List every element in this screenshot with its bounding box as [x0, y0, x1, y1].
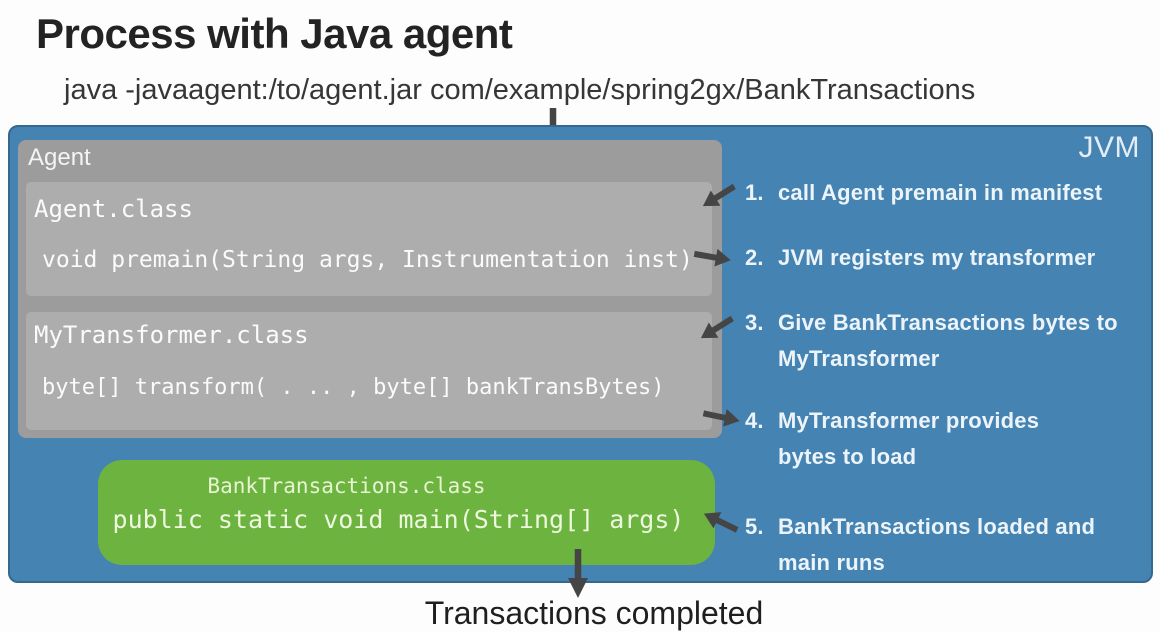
step-3-text-line-2: MyTransformer [778, 346, 940, 371]
arrow-down-left-icon [700, 315, 734, 339]
arrow-up-left-icon [703, 512, 739, 533]
agent-label: Agent [28, 144, 91, 171]
step-5-number: 5. [745, 514, 764, 539]
step-3-number: 3. [745, 310, 764, 335]
arrow-right-icon [693, 248, 731, 267]
page-title: Process with Java agent [36, 10, 513, 57]
step-5-text-line-1: BankTransactions loaded and [778, 514, 1096, 539]
step-4-number: 4. [745, 408, 764, 433]
step-4-text-line-1: MyTransformer provides [778, 408, 1040, 433]
banktransactions-class-name: BankTransactions.class [207, 474, 486, 498]
arrow-down-left-icon [702, 183, 736, 207]
step-1-text: call Agent premain in manifest [778, 180, 1103, 205]
mytransformer-class-name: MyTransformer.class [34, 321, 309, 349]
step-2-number: 2. [745, 245, 764, 270]
agent-class-card [26, 182, 712, 296]
step-2: 2. JVM registers my transformer [745, 240, 1151, 276]
step-1-number: 1. [745, 180, 764, 205]
main-signature: public static void main(String[] args) [112, 505, 685, 534]
step-5: 5. BankTransactions loaded and main runs [745, 509, 1151, 581]
step-5-text-line-2: main runs [778, 550, 885, 575]
step-3: 3. Give BankTransactions bytes to MyTran… [745, 305, 1151, 377]
banktransactions-card: BankTransactions.class public static voi… [98, 460, 715, 565]
transform-signature: byte[] transform( . .. , byte[] bankTran… [42, 375, 665, 400]
step-1: 1. call Agent premain in manifest [745, 175, 1151, 211]
step-2-text: JVM registers my transformer [778, 245, 1096, 270]
step-3-text-line-1: Give BankTransactions bytes to [778, 310, 1118, 335]
premain-signature: void premain(String args, Instrumentatio… [42, 247, 693, 273]
footer-label: Transactions completed [424, 595, 764, 631]
arrow-right-icon [702, 409, 740, 427]
jvm-label: JVM [1078, 131, 1140, 164]
command-line: java -javaagent:/to/agent.jar com/exampl… [64, 74, 976, 106]
step-4: 4. MyTransformer provides bytes to load [745, 403, 1151, 475]
step-4-text-line-2: bytes to load [778, 444, 917, 469]
mytransformer-class-card [26, 312, 712, 430]
agent-class-name: Agent.class [34, 195, 193, 223]
arrow-down-icon [568, 549, 588, 598]
